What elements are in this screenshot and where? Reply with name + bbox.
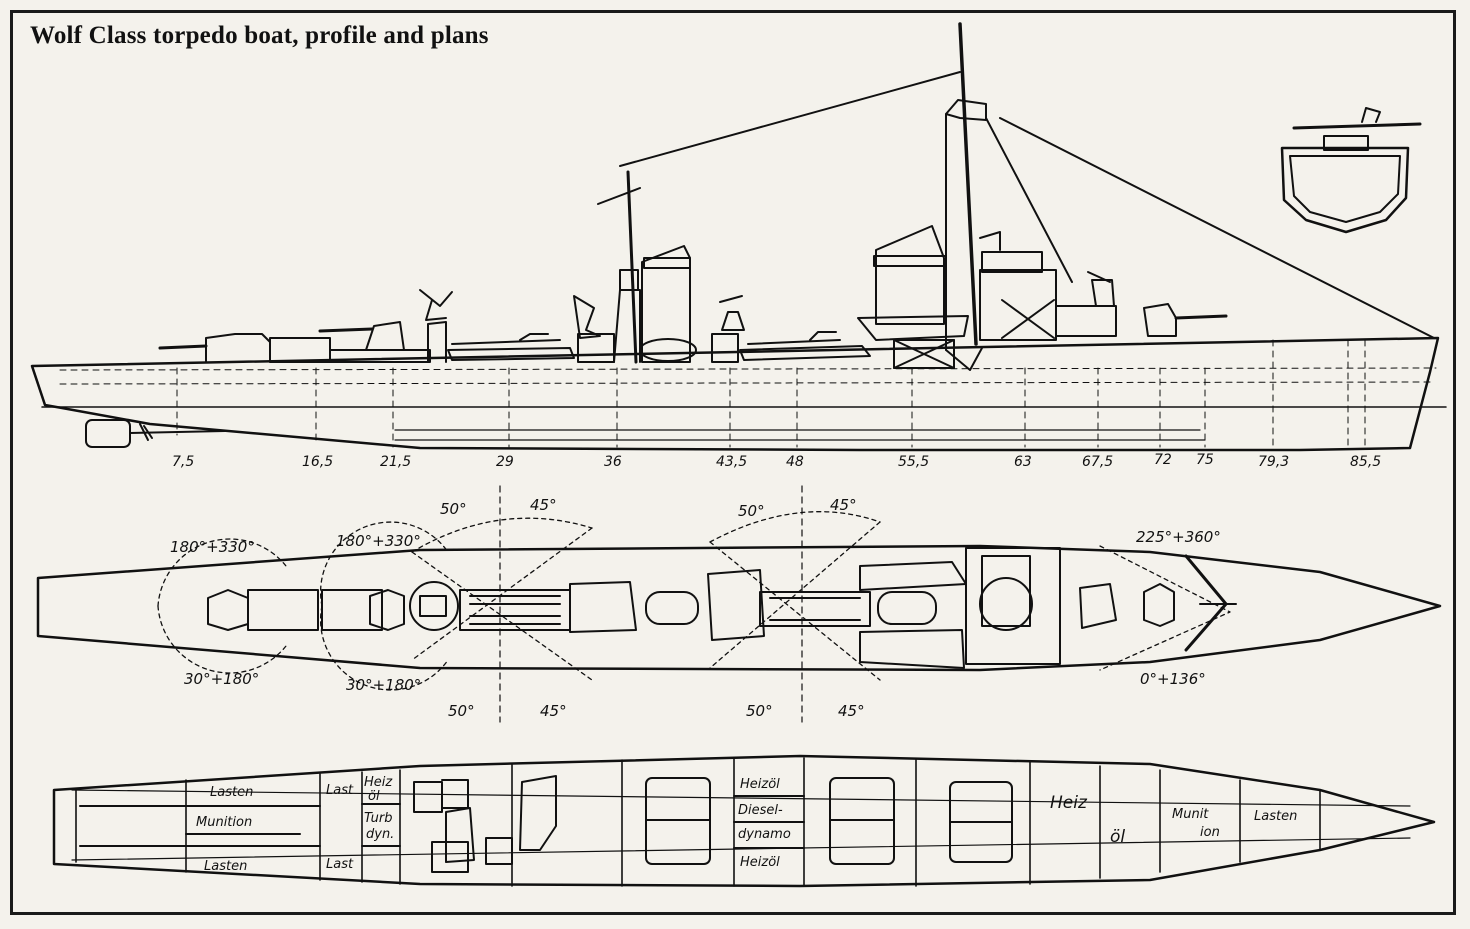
compartment-heizoel-bottom: Heizöl (740, 855, 780, 870)
compartment-dyn: dyn. (366, 827, 394, 842)
frame-label-29: 29 (496, 454, 514, 470)
frame-label-63: 63 (1014, 454, 1032, 470)
arc-label-45-b: 45° (540, 702, 567, 720)
frame-label-36: 36 (604, 454, 622, 470)
arc-label-50-d: 50° (746, 702, 773, 720)
frame-label-79-3: 79,3 (1258, 454, 1289, 470)
compartment-heiz: Heiz (364, 775, 393, 790)
arc-label-fwd-gun-bottom: 0°+136° (1140, 670, 1206, 688)
arc-label-aft-gun-top: 180°+330° (170, 538, 255, 556)
arc-label-45-c: 45° (830, 496, 857, 514)
cross-section (1280, 107, 1422, 234)
compartment-lasten-bottom: Lasten (204, 859, 247, 874)
frame-label-75: 75 (1196, 452, 1214, 468)
arc-label-second-gun-bottom: 30°+180° (346, 676, 421, 694)
profile-view (30, 22, 1447, 452)
frame-label-48: 48 (786, 454, 804, 470)
arc-label-45-a: 45° (530, 496, 557, 514)
drawing-frame (10, 10, 1456, 915)
compartment-ion: ion (1200, 825, 1220, 840)
deck-plan (36, 485, 1442, 723)
compartment-munition-fwd: Munition (196, 815, 252, 830)
frame-label-16-5: 16,5 (302, 454, 333, 470)
compartment-lasten-aft: Lasten (1254, 809, 1297, 824)
compartment-diesel: Diesel- (738, 803, 783, 818)
compartment-dynamo: dynamo (738, 827, 791, 842)
frame-label-43-5: 43,5 (716, 454, 747, 470)
compartment-last-top: Last (326, 783, 354, 798)
frame-label-7-5: 7,5 (172, 454, 194, 470)
compartment-oel-aft: öl (1110, 827, 1125, 847)
compartment-munit: Munit (1172, 807, 1209, 822)
arc-label-50-b: 50° (448, 702, 475, 720)
hold-plan (52, 754, 1436, 888)
arc-label-fwd-gun-top: 225°+360° (1136, 528, 1221, 546)
compartment-turb: Turb (364, 811, 392, 826)
frame-label-67-5: 67,5 (1082, 454, 1113, 470)
frame-label-85-5: 85,5 (1350, 454, 1381, 470)
frame-label-72: 72 (1154, 452, 1172, 468)
arc-label-45-d: 45° (838, 702, 865, 720)
arc-label-50-a: 50° (440, 500, 467, 518)
compartment-lasten-top: Lasten (210, 785, 253, 800)
drawing-title: Wolf Class torpedo boat, profile and pla… (30, 22, 489, 49)
frame-label-21-5: 21,5 (380, 454, 411, 470)
frame-label-55-5: 55,5 (898, 454, 929, 470)
arc-label-second-gun-top: 180°+330° (336, 532, 421, 550)
compartment-heiz-aft: Heiz (1050, 793, 1088, 813)
compartment-last-bottom: Last (326, 857, 354, 872)
compartment-oel: öl (368, 789, 380, 804)
arc-label-50-c: 50° (738, 502, 765, 520)
arc-label-aft-gun-bottom: 30°+180° (184, 670, 259, 688)
compartment-heizoel-top: Heizöl (740, 777, 780, 792)
